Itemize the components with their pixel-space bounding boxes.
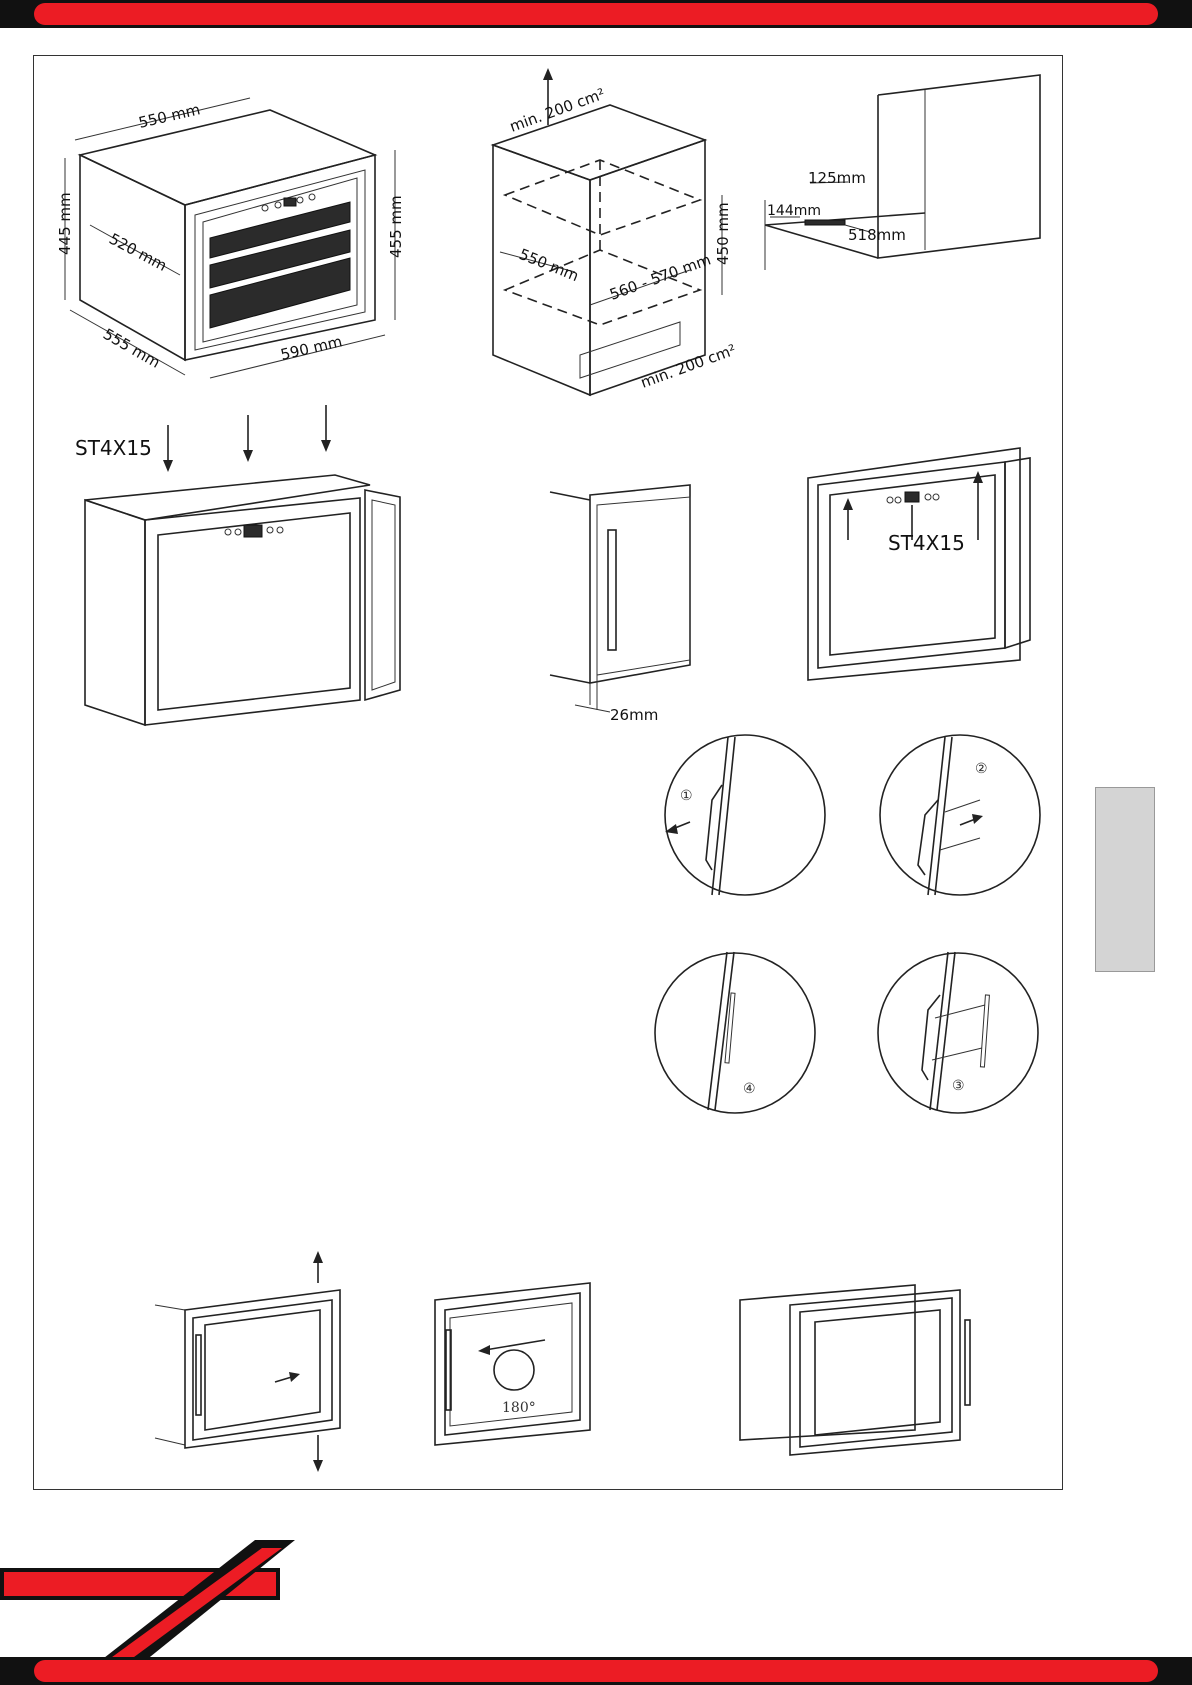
bottom-red-bar <box>0 1657 1192 1685</box>
